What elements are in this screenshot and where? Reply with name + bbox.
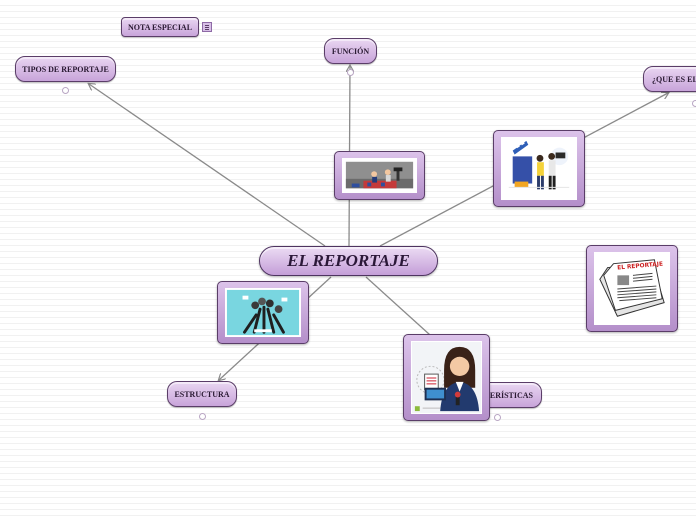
news-studio-illustration-icon xyxy=(342,158,417,193)
image-node-news-studio[interactable] xyxy=(334,151,425,200)
topic-label: FUNCIÓN xyxy=(331,46,370,56)
collapse-toggle-icon[interactable] xyxy=(692,100,696,107)
collapse-toggle-icon[interactable] xyxy=(199,413,206,420)
note-icon[interactable] xyxy=(202,22,212,32)
topic-que-es[interactable]: ¿QUE ES EL xyxy=(643,66,696,92)
topic-label: ¿QUE ES EL xyxy=(652,74,696,84)
film-crew-illustration-icon xyxy=(501,137,577,200)
newspaper-illustration-icon: EL REPORTAJE xyxy=(594,252,670,325)
topic-estructura[interactable]: ESTRUCTURA xyxy=(167,381,237,407)
central-topic[interactable]: EL REPORTAJE xyxy=(259,246,438,276)
topic-funcion[interactable]: FUNCIÓN xyxy=(324,38,377,64)
topic-nota-especial[interactable]: NOTA ESPECIAL xyxy=(121,17,199,37)
reporter-illustration-icon xyxy=(411,341,482,414)
image-node-newspaper[interactable]: EL REPORTAJE xyxy=(586,245,678,332)
link-caracteristicas xyxy=(365,276,441,345)
topic-label: ESTRUCTURA xyxy=(174,389,230,399)
newspaper-headline: EL REPORTAJE xyxy=(617,262,663,272)
topic-label: TIPOS DE REPORTAJE xyxy=(22,64,109,74)
central-topic-label: EL REPORTAJE xyxy=(287,251,410,270)
collapse-toggle-icon[interactable] xyxy=(494,414,501,421)
link-tipos xyxy=(89,84,326,247)
topic-label: NOTA ESPECIAL xyxy=(127,22,193,32)
topic-tipos-de-reportaje[interactable]: TIPOS DE REPORTAJE xyxy=(15,56,116,82)
microphones-illustration-icon xyxy=(225,288,301,337)
image-node-reporter[interactable] xyxy=(403,334,490,421)
collapse-toggle-icon[interactable] xyxy=(347,69,354,76)
topic-label: TERÍSTICAS xyxy=(484,390,533,400)
image-node-microphones[interactable] xyxy=(217,281,309,344)
image-node-film-crew[interactable] xyxy=(493,130,585,207)
collapse-toggle-icon[interactable] xyxy=(62,87,69,94)
